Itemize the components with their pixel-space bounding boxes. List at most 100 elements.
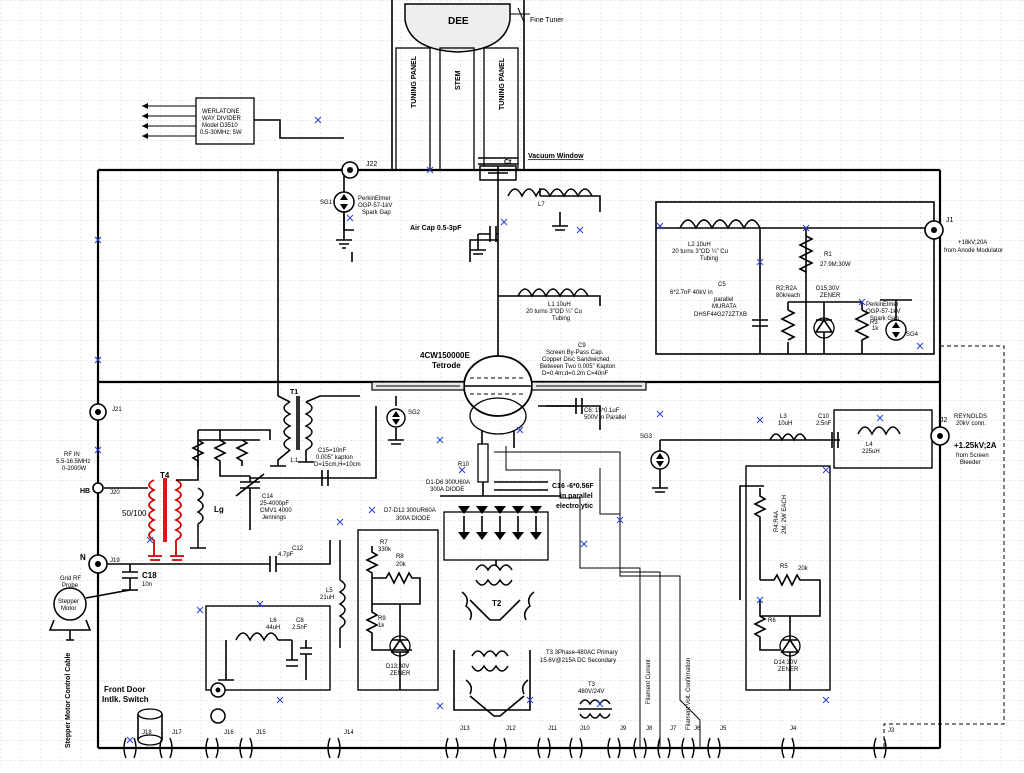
blue-node-markers <box>94 116 924 744</box>
sg3-label: SG3 <box>640 434 653 440</box>
filament-wires <box>494 446 701 748</box>
node-marker-2 <box>94 356 102 364</box>
filament-volt-label: Filament Volt. Confirmation <box>686 658 692 730</box>
d13-label-2: ZENER <box>390 671 411 677</box>
node-marker-16 <box>336 518 344 526</box>
j20-connector[interactable] <box>92 482 104 494</box>
front-door-label-1: Front Door <box>104 685 145 694</box>
c12-label-1: C12 <box>292 546 304 552</box>
node-marker-6 <box>576 226 584 234</box>
l5-label-1: L5 <box>326 588 333 594</box>
t3-aux-label-2: 480V/24V <box>578 689 604 695</box>
bottom-connector-14[interactable] <box>781 737 795 759</box>
node-marker-30 <box>526 696 534 704</box>
t4-transformer <box>148 439 260 561</box>
bottom-connector-10[interactable] <box>633 737 647 759</box>
bottom-connector-5[interactable] <box>445 737 459 759</box>
j10-label: J10 <box>580 726 590 732</box>
t2-label: T2 <box>492 599 502 608</box>
bottom-connector-0[interactable] <box>123 737 137 759</box>
sg1-desc-2: OGP-57-1kV <box>358 203 392 209</box>
node-marker-24 <box>756 416 764 424</box>
dee-shape <box>404 3 511 53</box>
rf-in-label-2: 5.5-16.5MHz <box>56 459 90 465</box>
bottom-connector-6[interactable] <box>493 737 507 759</box>
r8-label-1: R8 <box>396 554 404 560</box>
l3-label-1: L3 <box>780 414 787 420</box>
stem-label: STEM <box>455 70 462 90</box>
grid-probe-1: Grid RF <box>60 576 81 582</box>
c16-label-1: C16 -6*0.56F <box>552 483 594 490</box>
tuning-panel-left-label: TUNING PANEL <box>411 55 418 108</box>
j22-connector[interactable] <box>341 161 359 179</box>
j16-connector[interactable] <box>210 682 226 698</box>
node-marker-17 <box>368 506 376 514</box>
c10-label-1: C10 <box>818 414 830 420</box>
fine-tuner-label: Fine Tuner <box>530 17 564 24</box>
sg4-desc-2: OGP-57-1kV <box>866 309 900 315</box>
stepper-motor-label-1: Stepper <box>58 599 79 605</box>
j12-label: J12 <box>506 726 516 732</box>
j17-label: J17 <box>172 730 182 736</box>
sg1-desc-1: PerkinElmer <box>358 196 391 202</box>
c16-label-2: in parallel <box>560 493 593 500</box>
bottom-connector-15[interactable] <box>873 737 887 759</box>
r4-label-1: R4;R4A <box>774 511 780 532</box>
bottom-connector-11[interactable] <box>657 737 671 759</box>
j1-desc-1: +18kV;20A <box>958 240 987 246</box>
j19-connector[interactable] <box>88 554 108 574</box>
bottom-connector-2[interactable] <box>205 737 219 759</box>
bottom-connector-8[interactable] <box>569 737 583 759</box>
c9-plates <box>371 381 647 391</box>
r2-label-1: R2;R2A <box>776 286 797 292</box>
j7-label: J7 <box>670 726 677 732</box>
bottom-connector-4[interactable] <box>327 737 341 759</box>
bottom-connector-12[interactable] <box>681 737 695 759</box>
c16-capacitor <box>440 481 560 497</box>
rf-in-label-1: RF IN <box>64 452 80 458</box>
c14-label-2: 25-4000pF <box>260 501 289 507</box>
sg2-label: SG2 <box>408 410 421 416</box>
r10-resistor <box>477 443 489 496</box>
sg3-spark-gap <box>650 439 840 493</box>
j3-label: J3 <box>888 728 895 734</box>
j14-label: J14 <box>344 730 354 736</box>
l3-coil <box>769 433 807 442</box>
node-marker-18 <box>436 436 444 444</box>
c12-label-2: 4.7pF <box>278 552 294 558</box>
sg4-desc-1: PerkinElmer <box>866 302 899 308</box>
j18-label: J18 <box>142 730 152 736</box>
j1-connector[interactable] <box>924 220 944 240</box>
c9-label-4: Between Two 0.005" Kapton <box>540 364 615 370</box>
sg1-desc-3: Spark Gap <box>362 210 391 216</box>
bottom-connector-1[interactable] <box>159 737 173 759</box>
bottom-connector-3[interactable] <box>239 737 253 759</box>
l5-coil <box>338 540 346 648</box>
c14-label-3: CMV1 4000 <box>260 508 292 514</box>
d7-d12-label-1: D7-D12 300UR60A <box>384 508 436 514</box>
d14-label-1: D14;30V <box>774 660 797 666</box>
c9-label-1: C9 <box>578 343 586 349</box>
j21-connector[interactable] <box>89 403 107 421</box>
t1-ratio: 1:1 <box>290 458 299 464</box>
t2-transformer <box>461 560 535 621</box>
j15-label: J15 <box>256 730 266 736</box>
bottom-connector-7[interactable] <box>537 737 551 759</box>
c9-label-3: Copper Disc Sandwiched <box>542 357 609 363</box>
node-marker-28 <box>822 696 830 704</box>
j16b-connector[interactable] <box>210 708 226 724</box>
node-marker-25 <box>876 414 884 422</box>
r4-label-2: 2M; 2W EACH <box>782 495 788 534</box>
j2-connector[interactable] <box>930 426 950 446</box>
r6-label: R6 <box>768 618 776 624</box>
l2-label-1: L2 10uH <box>688 242 711 248</box>
t3-main-label-1: T3 3Phase-480AC Primary <box>546 650 618 656</box>
r5-value: 20k <box>798 566 809 572</box>
front-door-label-2: Intlk. Switch <box>102 695 149 704</box>
j1-desc-2: from Anode Modulator <box>944 248 1003 254</box>
bottom-connector-13[interactable] <box>707 737 721 759</box>
d14-label-2: ZENER <box>778 667 799 673</box>
bottom-connector-9[interactable] <box>607 737 621 759</box>
